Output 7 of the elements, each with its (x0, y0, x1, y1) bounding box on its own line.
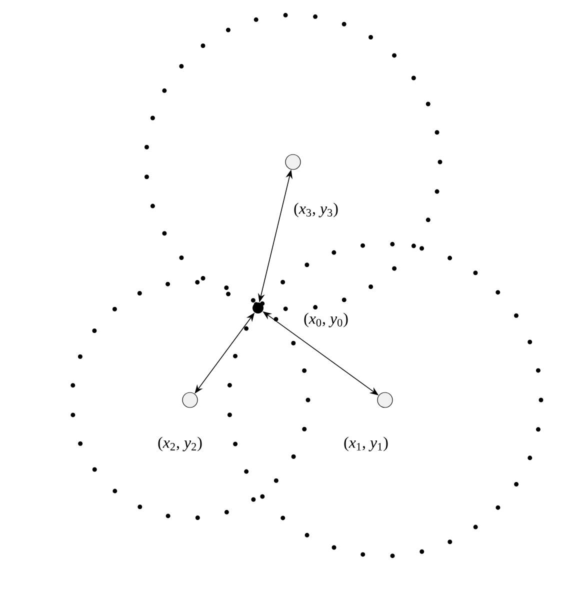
coordinate-label: (x$_{0}$, y$_{0}$) (304, 312, 348, 328)
anchor-circle (182, 392, 198, 408)
anchor-circle (285, 154, 301, 170)
coordinate-label: (x$_{1}$, y$_{1}$) (344, 436, 388, 452)
coordinate-label: (x$_{2}$, y$_{2}$) (158, 436, 202, 452)
anchor-circle (377, 392, 393, 408)
coordinate-label: (x$_{3}$, y$_{3}$) (294, 202, 338, 218)
